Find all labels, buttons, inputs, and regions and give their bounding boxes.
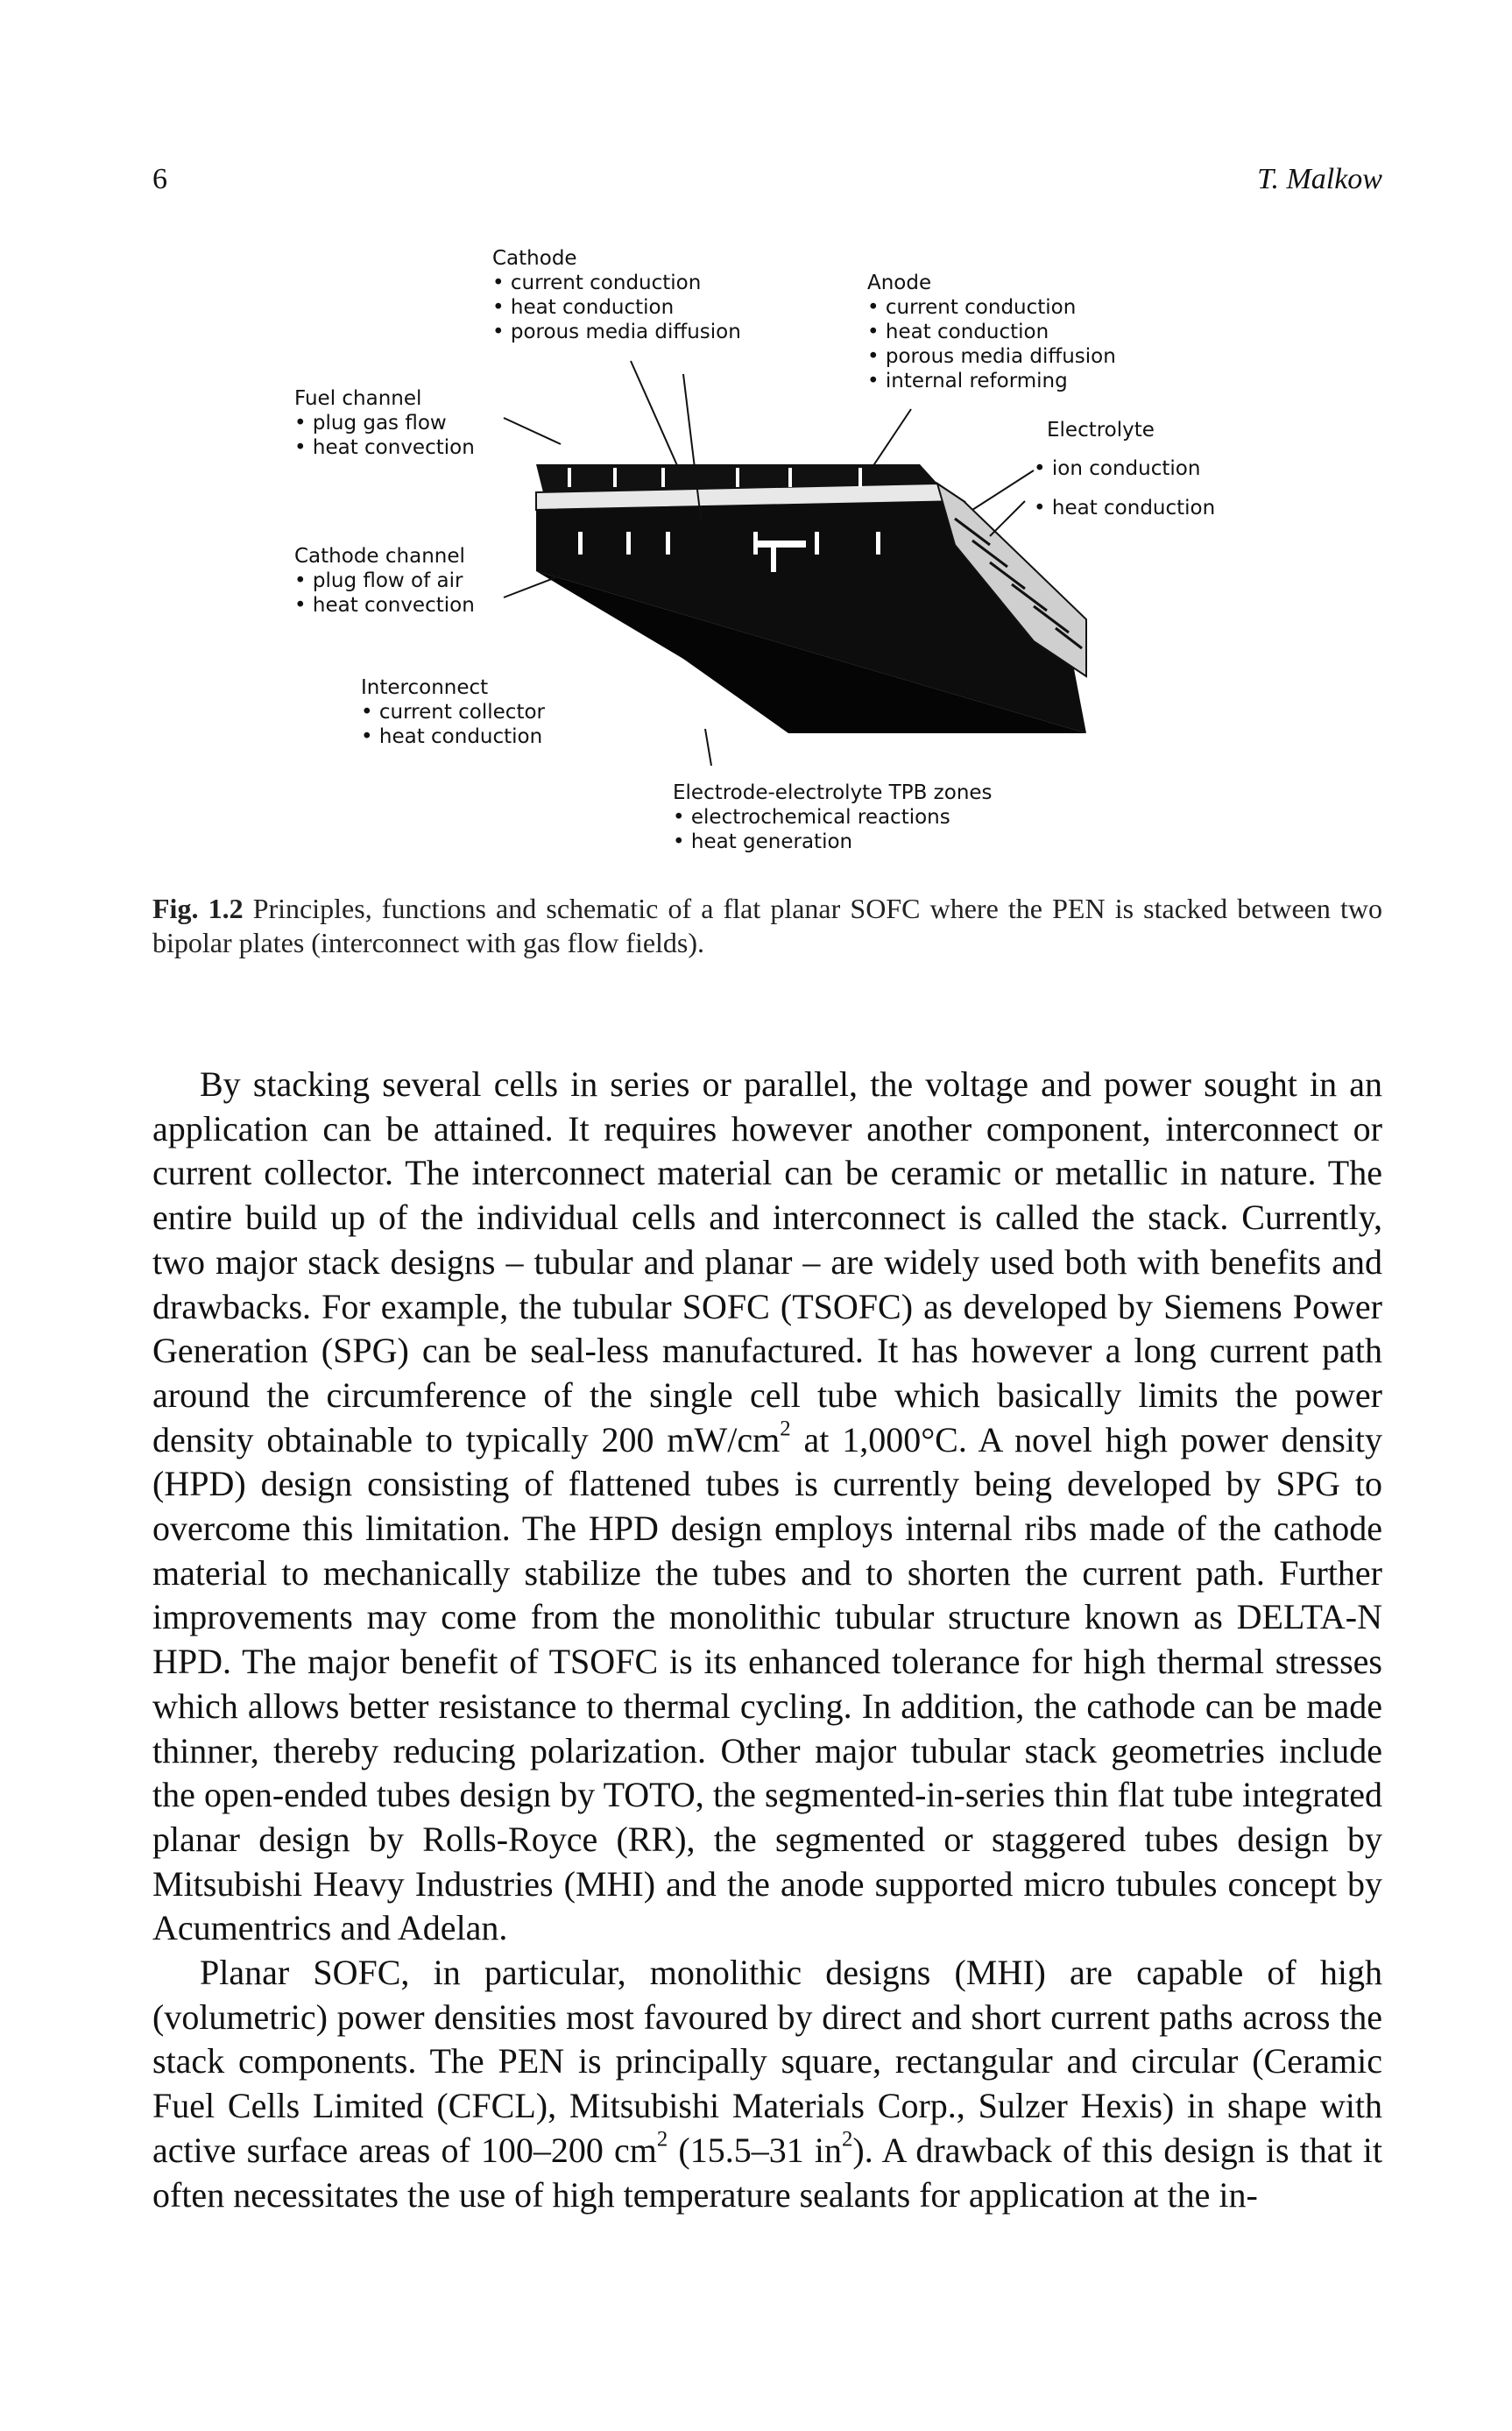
- page-number: 6: [152, 163, 167, 195]
- label-cathode-channel: Cathode channel • plug flow of air • hea…: [294, 545, 475, 617]
- figure-caption: Fig. 1.2 Principles, functions and schem…: [152, 892, 1382, 960]
- paragraph-text: at 1,000°C. A novel high power density (…: [152, 1419, 1382, 1948]
- tpb-title: Electrode-electrolyte TPB zones: [673, 781, 993, 804]
- label-interconnect: Interconnect • current collector • heat …: [361, 676, 546, 748]
- stack-bottom-wedge: [536, 571, 1086, 733]
- running-author: T. Malkow: [1257, 163, 1382, 195]
- cathode-channel-title: Cathode channel: [294, 545, 465, 568]
- tpb-item: • heat generation: [673, 830, 852, 853]
- label-electrolyte: Electrolyte • ion conduction • heat cond…: [1034, 419, 1215, 519]
- body-text: By stacking several cells in series or p…: [152, 1063, 1382, 2217]
- interconnect-title: Interconnect: [361, 676, 488, 699]
- cathode-title: Cathode: [492, 247, 577, 270]
- leader-lines: [503, 360, 1035, 767]
- paragraph-text: Planar SOFC, in particular, monolithic d…: [152, 1953, 1382, 2170]
- anode-item: • porous media diffusion: [867, 345, 1116, 368]
- sofc-schematic-figure: Cathode • current conduction • heat cond…: [263, 230, 1261, 878]
- electrolyte-hatching: [954, 517, 1083, 650]
- channel-marks: [568, 468, 880, 572]
- cathode-channel-item: • plug flow of air: [294, 569, 463, 592]
- superscript: 2: [780, 1417, 791, 1441]
- interconnect-item: • heat conduction: [361, 725, 542, 748]
- label-anode: Anode • current conduction • heat conduc…: [867, 272, 1116, 392]
- stack-front-face: [536, 501, 1086, 733]
- fuel-channel-item: • heat convection: [294, 436, 475, 459]
- paragraph-2: Planar SOFC, in particular, monolithic d…: [152, 1951, 1382, 2217]
- tpb-item: • electrochemical reactions: [673, 806, 950, 829]
- electrolyte-title: Electrolyte: [1047, 419, 1155, 442]
- anode-item: • heat conduction: [867, 321, 1049, 343]
- electrolyte-item: • ion conduction: [1034, 457, 1200, 480]
- superscript: 2: [841, 2127, 853, 2152]
- cathode-item: • porous media diffusion: [492, 321, 741, 343]
- caption-text: Principles, functions and schematic of a…: [152, 893, 1383, 958]
- paragraph-1: By stacking several cells in series or p…: [152, 1063, 1382, 1951]
- cathode-item: • current conduction: [492, 272, 701, 294]
- fuel-channel-item: • plug gas flow: [294, 412, 447, 435]
- label-cathode: Cathode • current conduction • heat cond…: [492, 247, 741, 343]
- anode-title: Anode: [867, 272, 931, 294]
- paragraph-text: By stacking several cells in series or p…: [152, 1064, 1382, 1459]
- fuel-channel-title: Fuel channel: [294, 387, 421, 410]
- superscript: 2: [656, 2127, 668, 2152]
- paragraph-text: ). A drawback of this design is that it …: [152, 2130, 1383, 2215]
- cathode-item: • heat conduction: [492, 296, 674, 319]
- interconnect-item: • current collector: [361, 701, 546, 724]
- sofc-schematic-svg: Cathode • current conduction • heat cond…: [294, 247, 1215, 853]
- anode-item: • internal reforming: [867, 370, 1068, 392]
- label-fuel-channel: Fuel channel • plug gas flow • heat conv…: [294, 387, 475, 459]
- label-tpb-zones: Electrode-electrolyte TPB zones • electr…: [673, 781, 993, 853]
- electrolyte-item: • heat conduction: [1034, 497, 1215, 519]
- anode-item: • current conduction: [867, 296, 1076, 319]
- cathode-channel-item: • heat convection: [294, 594, 475, 617]
- figure-label: Fig. 1.2: [152, 893, 244, 924]
- paragraph-text: (15.5–31 in: [668, 2130, 842, 2170]
- running-header: 6 T. Malkow: [152, 163, 1382, 201]
